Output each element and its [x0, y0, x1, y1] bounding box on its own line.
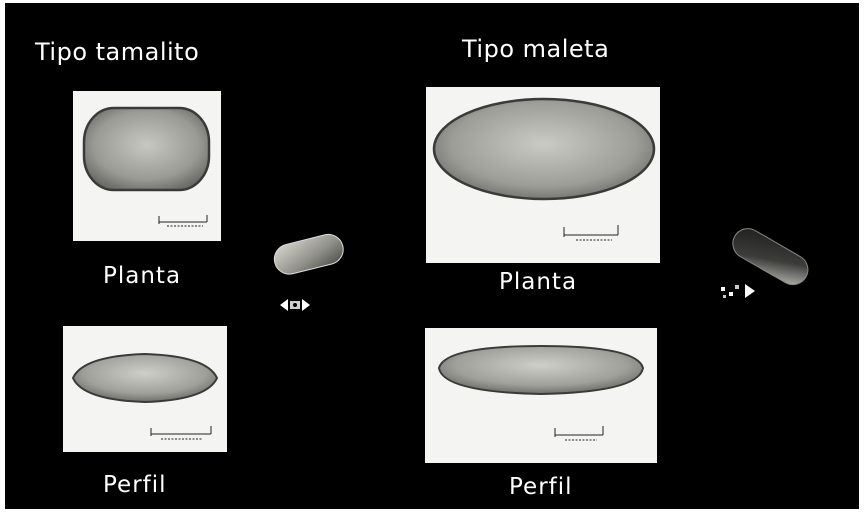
seed-plan-image	[73, 91, 221, 241]
tamalito-plan-photo	[73, 91, 221, 241]
tamalito-profile-photo	[63, 326, 227, 452]
right-heading: Tipo maleta	[462, 37, 609, 61]
slide: Tipo tamalito Planta	[5, 3, 859, 509]
tamalito-3d-model	[270, 229, 350, 281]
left-bottom-caption: Perfil	[103, 474, 167, 497]
right-top-caption: Planta	[499, 271, 577, 294]
seed-profile-image	[425, 328, 657, 463]
axis-arrows-icon	[277, 295, 313, 315]
maleta-plan-photo	[426, 87, 660, 263]
maleta-profile-photo	[425, 328, 657, 463]
left-heading: Tipo tamalito	[35, 40, 199, 64]
left-top-caption: Planta	[103, 265, 181, 288]
seed-profile-image	[63, 326, 227, 452]
scale-bar	[159, 215, 207, 226]
seed-plan-image	[426, 87, 660, 263]
axis-arrows-icon	[717, 279, 757, 303]
right-bottom-caption: Perfil	[509, 476, 573, 499]
